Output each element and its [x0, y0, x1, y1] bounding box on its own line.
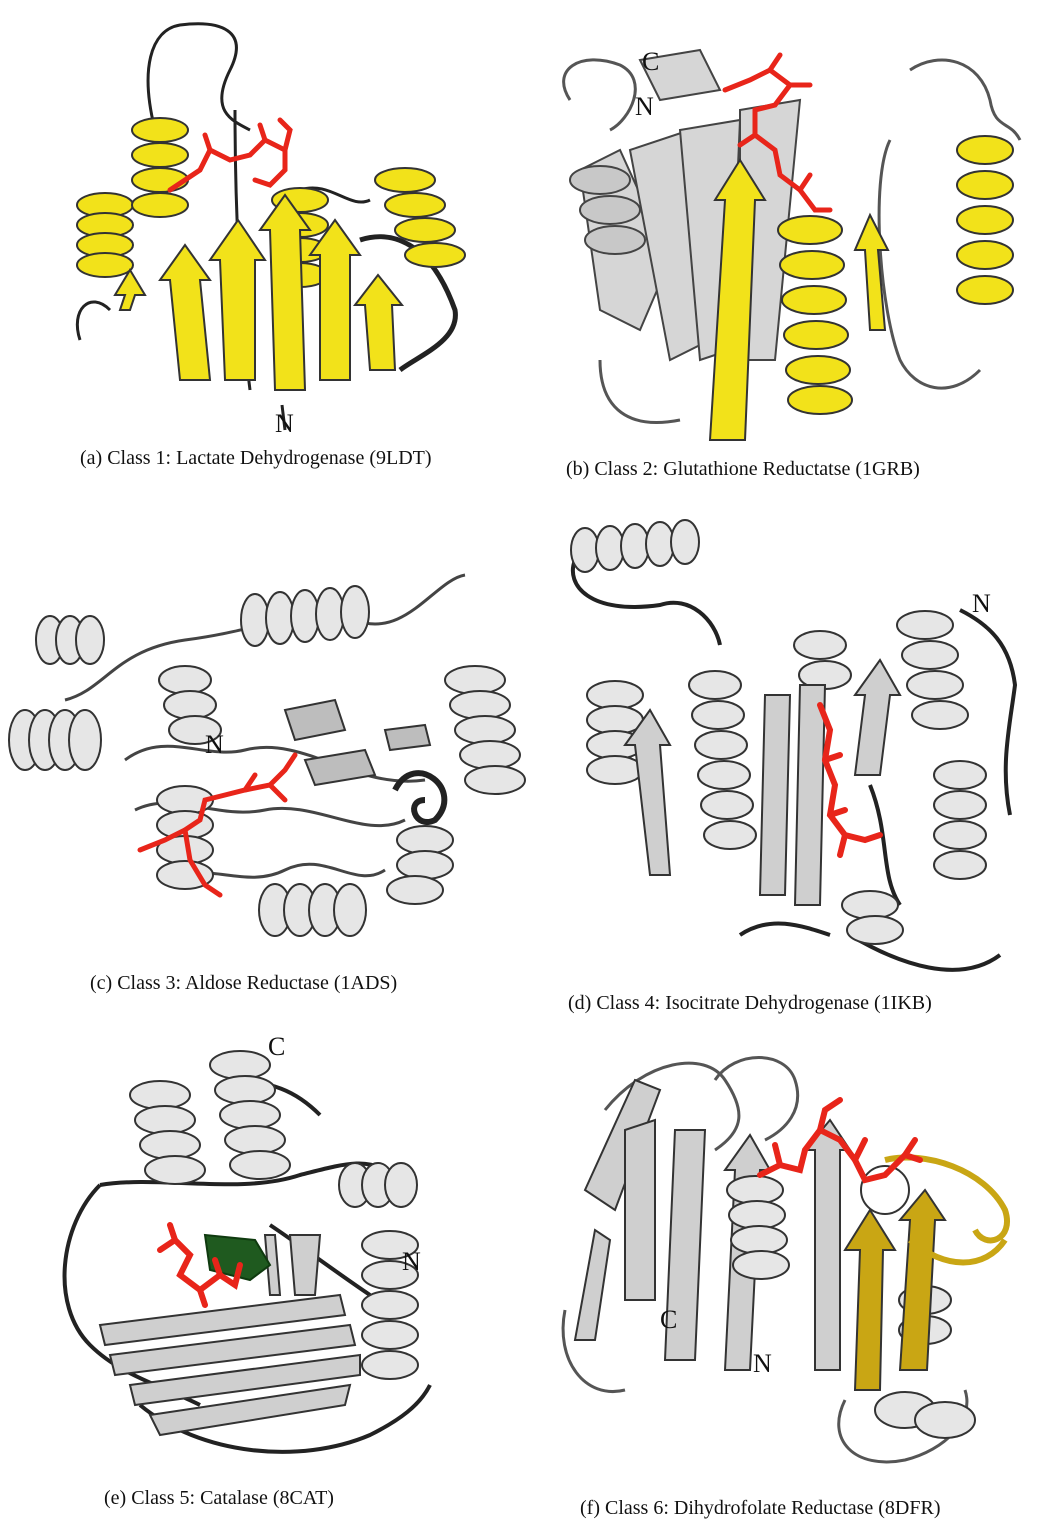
protein-structure-8cat: C N — [40, 1025, 510, 1480]
terminal-label-n: N — [753, 1349, 772, 1378]
terminal-label-c: C — [642, 47, 659, 76]
terminal-label-n: N — [205, 730, 224, 759]
caption-b: (b) Class 2: Glutathione Reductatse (1GR… — [566, 458, 920, 481]
caption-c: (c) Class 3: Aldose Reductase (1ADS) — [90, 972, 397, 995]
caption-f: (f) Class 6: Dihydrofolate Reductase (8D… — [580, 1497, 940, 1520]
terminal-label-n: N — [402, 1247, 421, 1276]
terminal-label-n: N — [635, 92, 654, 121]
protein-structure-1ikb: N — [540, 515, 1030, 1005]
caption-d: (d) Class 4: Isocitrate Dehydrogenase (1… — [568, 992, 932, 1015]
panel-d: N — [540, 515, 1030, 1005]
caption-e: (e) Class 5: Catalase (8CAT) — [104, 1487, 334, 1510]
panel-b: C N — [540, 30, 1030, 450]
panel-c: N — [5, 560, 535, 970]
panel-e: C N — [40, 1025, 510, 1480]
caption-a: (a) Class 1: Lactate Dehydrogenase (9LDT… — [80, 447, 432, 470]
protein-structure-1grb: C N — [540, 30, 1030, 450]
terminal-label-c: C — [268, 1032, 285, 1061]
protein-structure-1ads: N — [5, 560, 535, 970]
terminal-label-n: N — [275, 409, 294, 438]
protein-structure-8dfr: C N — [565, 1040, 1030, 1500]
protein-structure-9ldt: N — [60, 10, 500, 440]
panel-a: N — [60, 10, 500, 440]
terminal-label-n: N — [972, 589, 991, 618]
terminal-label-c: C — [660, 1305, 677, 1334]
panel-f: C N — [565, 1040, 1030, 1500]
